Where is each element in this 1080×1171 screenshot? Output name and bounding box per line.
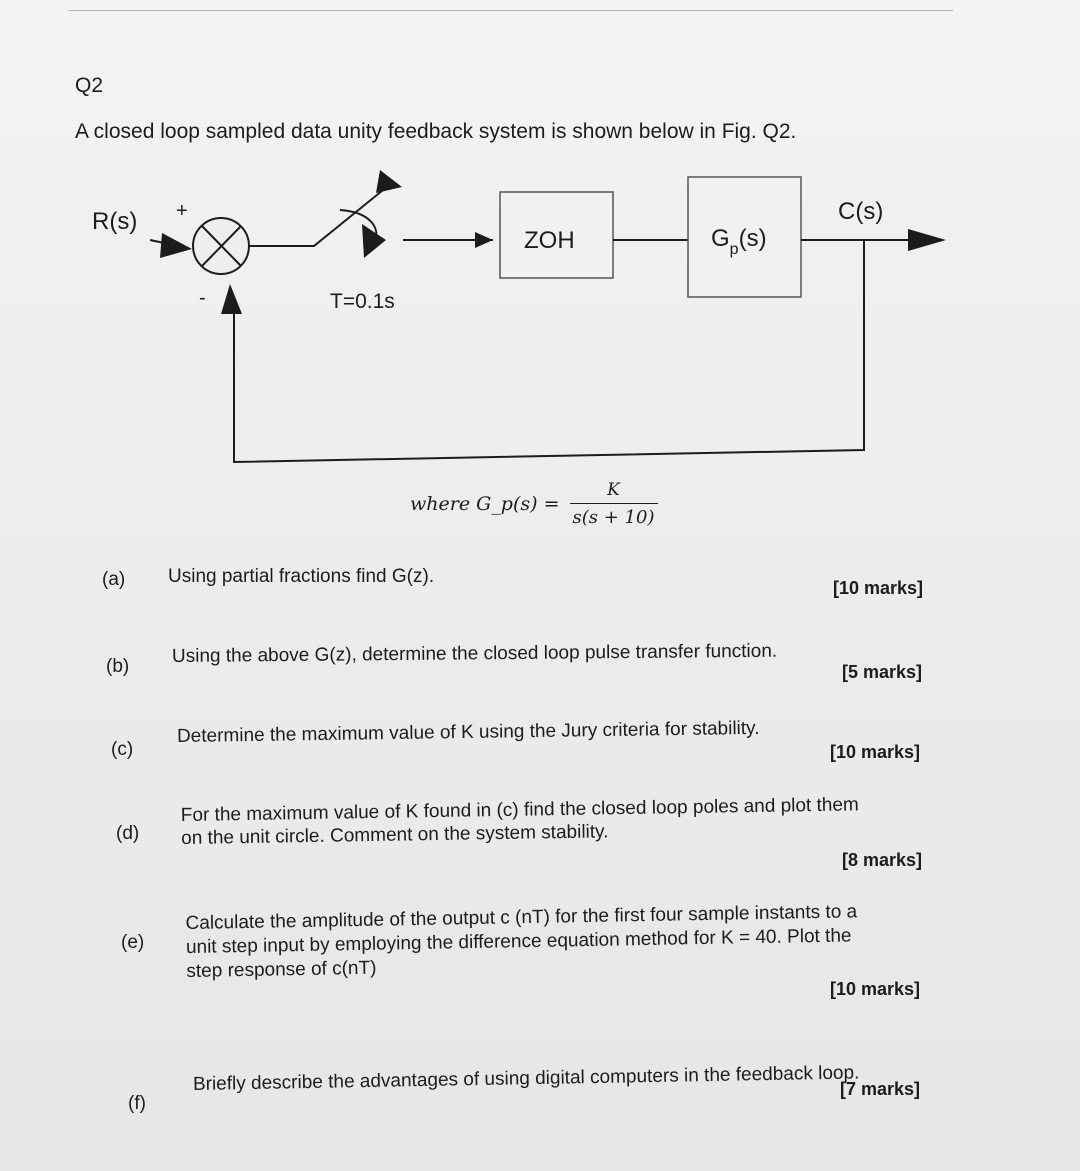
feedback-path	[233, 240, 865, 464]
plant-block	[687, 176, 802, 298]
marks-label: [10 marks]	[833, 578, 924, 598]
plant-transfer-function: where G_p(s) = K s(s + 10)	[410, 480, 658, 528]
minus-sign: -	[199, 287, 206, 309]
part-letter: (d)	[116, 823, 140, 844]
output-label: C(s)	[838, 198, 883, 225]
marks-label: [10 marks]	[830, 742, 921, 762]
output-arrowhead	[908, 229, 946, 251]
zoh-label: ZOH	[524, 227, 575, 254]
part-text: Using partial fractions find G(z).	[168, 566, 435, 587]
part-letter: (e)	[121, 932, 145, 953]
input-arrowhead	[160, 233, 192, 258]
summing-junction	[192, 217, 250, 275]
part-letter: (c)	[111, 739, 134, 760]
feedback-arrowhead	[221, 284, 242, 314]
plant-label: Gp(s)	[711, 225, 767, 258]
part-text: Using the above G(z), determine the clos…	[171, 640, 778, 667]
part-letter: (f)	[128, 1093, 146, 1114]
marks-label: [5 marks]	[842, 662, 923, 682]
part-letter: (a)	[102, 569, 126, 590]
top-divider	[68, 10, 953, 11]
marks-label: [10 marks]	[830, 979, 921, 999]
formula-lhs: where G_p(s) =	[410, 493, 560, 515]
formula-fraction: K s(s + 10)	[569, 480, 658, 528]
question-number: Q2	[75, 74, 104, 97]
formula-numerator: K	[569, 480, 658, 504]
marks-label: [8 marks]	[842, 850, 923, 870]
part-text: Briefly describe the advantages of using…	[192, 1062, 860, 1095]
plus-sign: +	[176, 200, 188, 222]
marks-label: [7 marks]	[840, 1079, 921, 1099]
part-text: Calculate the amplitude of the output c …	[185, 900, 858, 984]
part-text: For the maximum value of K found in (c) …	[181, 794, 860, 850]
sampler-switch	[249, 170, 402, 258]
question-intro: A closed loop sampled data unity feedbac…	[75, 120, 797, 143]
formula-denominator: s(s + 10)	[572, 507, 655, 528]
part-letter: (b)	[106, 656, 130, 677]
zoh-block	[499, 191, 614, 279]
part-text: Determine the maximum value of K using t…	[176, 717, 760, 747]
sampling-period-label: T=0.1s	[330, 290, 395, 313]
input-label: R(s)	[92, 208, 137, 235]
input-arrow	[149, 239, 189, 249]
